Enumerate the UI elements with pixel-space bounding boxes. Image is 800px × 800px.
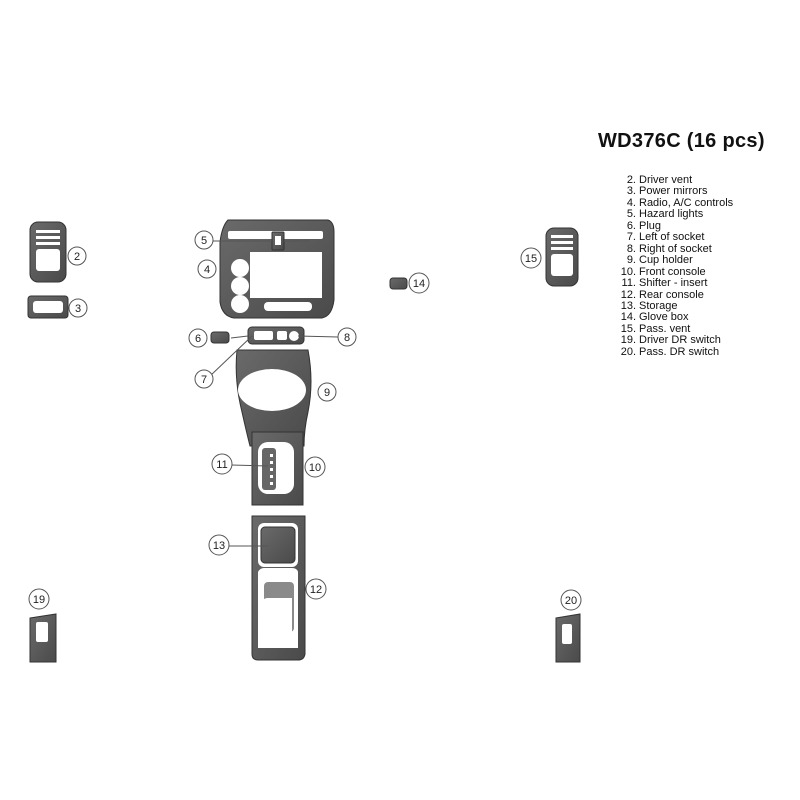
- driver-vent-piece: [29, 221, 67, 283]
- legend-item: 12.Rear console: [612, 288, 733, 301]
- callout-label: 12: [310, 584, 322, 596]
- legend-number: 20.: [620, 345, 636, 358]
- legend-item: 9.Cup holder: [612, 254, 733, 267]
- legend-number: 4.: [626, 196, 636, 209]
- legend-item: 10.Front console: [612, 265, 733, 278]
- legend-item: 2.Driver vent: [612, 174, 733, 186]
- power-mirrors-piece: [27, 295, 69, 319]
- callout-6: 6: [188, 328, 208, 348]
- legend-item: 8.Right of socket: [612, 242, 733, 255]
- legend-label: Left of socket: [639, 231, 705, 244]
- legend-item: 4.Radio, A/C controls: [612, 196, 734, 209]
- callout-label: 8: [344, 332, 350, 344]
- legend-item: 19.Driver DR switch: [612, 334, 733, 347]
- legend-item: 6.Plug: [612, 219, 733, 232]
- legend-number: 14.: [620, 311, 636, 324]
- callout-2: 2: [67, 246, 87, 266]
- legend-label: Right of socket: [639, 242, 712, 255]
- callout-label: 20: [565, 595, 577, 607]
- callout-label: 15: [525, 253, 537, 265]
- legend-label: Cup holder: [639, 254, 693, 267]
- radio-ac-controls-piece: [219, 219, 335, 319]
- callout-19: 19: [28, 588, 50, 610]
- callout-label: 11: [216, 459, 227, 471]
- legend-number: 3.: [626, 185, 636, 198]
- leader-lines: [209, 240, 339, 547]
- legend-label: Storage: [639, 299, 678, 312]
- legend-label: Driver vent: [639, 174, 693, 186]
- callout-label: 19: [33, 594, 45, 606]
- legend-label: Driver DR switch: [639, 334, 721, 347]
- legend-number: 19.: [620, 334, 636, 347]
- callout-label: 7: [201, 374, 207, 386]
- callout-13: 13: [208, 534, 230, 556]
- pass-door-switch-piece: [555, 613, 581, 663]
- parts-legend: 2.Driver vent 3.Power mirrors 4.Radio, A…: [612, 174, 734, 358]
- callout-label: 10: [309, 462, 321, 474]
- callout-10: 10: [304, 456, 326, 478]
- legend-item: 3.Power mirrors: [612, 185, 733, 198]
- glove-box-piece: [389, 277, 408, 290]
- front-console-piece: [251, 431, 304, 506]
- legend-item: 15.Pass. vent: [612, 322, 733, 335]
- legend-label: Power mirrors: [639, 185, 708, 198]
- legend-number: 2.: [626, 174, 636, 186]
- legend-label: Shifter - insert: [639, 277, 708, 290]
- legend-label: Rear console: [639, 288, 704, 301]
- callout-3: 3: [68, 298, 88, 318]
- kit-title: WD376C (16 pcs): [598, 130, 765, 152]
- legend-number: 10.: [620, 265, 636, 278]
- legend-item: 11.Shifter - insert: [612, 277, 733, 290]
- callout-15: 15: [520, 247, 542, 269]
- callout-label: 2: [74, 251, 80, 263]
- callout-5: 5: [194, 230, 214, 250]
- legend-item: 20.Pass. DR switch: [612, 345, 733, 358]
- legend-label: Radio, A/C controls: [639, 196, 734, 209]
- legend-item: 7.Left of socket: [612, 231, 733, 244]
- legend-label: Hazard lights: [639, 208, 704, 221]
- callout-label: 5: [201, 235, 207, 247]
- legend-number: 5.: [626, 208, 636, 221]
- cup-holder-piece: [235, 349, 312, 447]
- legend-item: 14.Glove box: [612, 311, 733, 324]
- callout-11: 11: [211, 453, 233, 475]
- callout-label: 9: [324, 387, 330, 399]
- callout-7: 7: [194, 369, 214, 389]
- callout-label: 14: [413, 278, 425, 290]
- callout-label: 13: [213, 540, 225, 552]
- callout-label: 3: [75, 303, 81, 315]
- legend-item: 5.Hazard lights: [612, 208, 733, 221]
- legend-label: Front console: [639, 265, 706, 278]
- callout-label: 6: [195, 333, 201, 345]
- legend-label: Glove box: [639, 311, 689, 324]
- legend-number: 8.: [626, 242, 636, 255]
- legend-label: Pass. DR switch: [639, 345, 720, 358]
- legend-number: 7.: [626, 231, 636, 244]
- callout-8: 8: [337, 327, 357, 347]
- callout-9: 9: [317, 382, 337, 402]
- pass-vent-piece: [545, 227, 579, 287]
- driver-door-switch-piece: [29, 613, 57, 663]
- hazard-lights-piece: [271, 231, 285, 251]
- socket-trim-piece: [247, 326, 305, 345]
- legend-number: 15.: [620, 322, 636, 335]
- legend-number: 11.: [621, 277, 636, 290]
- plug-piece: [210, 331, 230, 344]
- callout-label: 4: [204, 264, 210, 276]
- callout-14: 14: [408, 272, 430, 294]
- legend-label: Plug: [639, 219, 662, 232]
- legend-number: 6.: [626, 219, 636, 232]
- legend-number: 12.: [620, 288, 636, 301]
- legend-item: 13.Storage: [612, 299, 733, 312]
- legend-number: 9.: [626, 254, 636, 267]
- callout-12: 12: [305, 578, 327, 600]
- rear-console-inner-detail: [262, 582, 294, 640]
- legend-label: Pass. vent: [639, 322, 691, 335]
- callout-4: 4: [197, 259, 217, 279]
- callout-20: 20: [560, 589, 582, 611]
- storage-piece: [260, 526, 296, 564]
- legend-number: 13.: [620, 299, 636, 312]
